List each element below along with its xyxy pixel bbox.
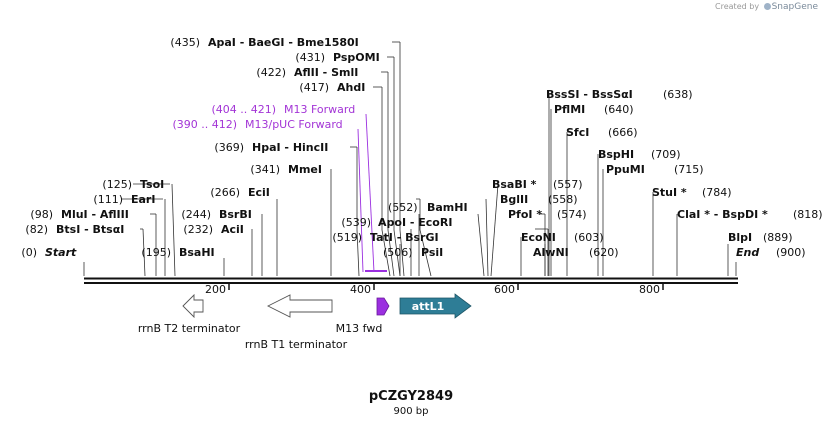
site-bglii-name[interactable]: BglII <box>500 193 528 206</box>
site-sfci-name[interactable]: SfcI <box>566 126 589 139</box>
snapgene-logo-icon <box>763 2 771 10</box>
site-acii-name[interactable]: AciI <box>221 223 244 236</box>
site-bsrbi-name[interactable]: BsrBI <box>219 208 252 221</box>
m13-forward-primer-bar[interactable] <box>365 270 387 272</box>
feature-rrnb-t2-label: rrnB T2 terminator <box>138 322 241 335</box>
attl1-arrow[interactable] <box>399 293 472 319</box>
feature-attl1-label: attL1 <box>412 300 445 313</box>
snapgene-credit: Created by SnapGene <box>715 2 818 12</box>
site-ahdi-pos: (417) <box>299 81 329 94</box>
primer-m13puc-name[interactable]: M13/pUC Forward <box>245 118 343 131</box>
site-bamhi-name[interactable]: BamHI <box>427 201 468 214</box>
site-ppumi-name[interactable]: PpuMI <box>606 163 645 176</box>
site-eari-pos: (111) <box>93 193 123 206</box>
primer-leaders <box>357 113 375 273</box>
ruler-label-400: 400 <box>350 283 371 296</box>
site-blpi-pos: (889) <box>763 231 793 244</box>
site-bsssi-pos: (638) <box>663 88 693 101</box>
feature-m13-fwd-label: M13 fwd <box>336 322 383 335</box>
site-mmei-pos: (341) <box>250 163 280 176</box>
site-alwni-name[interactable]: AlwNI <box>533 246 569 259</box>
site-eci-name[interactable]: EciI <box>248 186 270 199</box>
credit-brand: SnapGene <box>771 2 818 12</box>
ruler-ticks <box>228 283 664 290</box>
site-mmei-name[interactable]: MmeI <box>288 163 322 176</box>
site-ppumi-pos: (715) <box>674 163 704 176</box>
site-bsssi-name[interactable]: BssSI - BssSαI <box>546 88 633 101</box>
site-pspomi-pos: (431) <box>295 51 325 64</box>
site-stui-pos: (784) <box>702 186 732 199</box>
site-aflii-name[interactable]: AflII - SmlI <box>294 66 358 79</box>
site-end-name: End <box>736 246 759 259</box>
site-bsahi-name[interactable]: BsaHI <box>179 246 215 259</box>
site-hpai-name[interactable]: HpaI - HincII <box>252 141 328 154</box>
site-bsahi-pos: (195) <box>141 246 171 259</box>
site-econi-pos: (603) <box>574 231 604 244</box>
site-btsi-pos: (82) <box>25 223 48 236</box>
site-bsphi-pos: (709) <box>651 148 681 161</box>
site-btsi-name[interactable]: BtsI - BtsαI <box>56 223 124 236</box>
site-sfci-pos: (666) <box>608 126 638 139</box>
site-bglii-pos: (558) <box>548 193 578 206</box>
site-apai-name[interactable]: ApaI - BaeGI - Bme1580I <box>208 36 359 49</box>
site-tati-name[interactable]: TatI - BsrGI <box>370 231 439 244</box>
ruler-label-600: 600 <box>494 283 515 296</box>
m13-fwd-arrow[interactable] <box>376 297 390 316</box>
ruler-label-800: 800 <box>639 283 660 296</box>
site-eci-pos: (266) <box>210 186 240 199</box>
site-tsoi-name[interactable]: TsoI <box>140 178 164 191</box>
rrnb-t2-terminator-arrow[interactable] <box>182 293 204 319</box>
site-clai-name[interactable]: ClaI * - BspDI * <box>677 208 768 221</box>
site-bsabi-name[interactable]: BsaBI * <box>492 178 537 191</box>
site-apai-pos: (435) <box>170 36 200 49</box>
credit-prefix: Created by <box>715 2 760 11</box>
site-acii-pos: (232) <box>183 223 213 236</box>
rrnb-t1-terminator-arrow[interactable] <box>266 294 333 318</box>
site-mlui-name[interactable]: MluI - AflIII <box>61 208 129 221</box>
plasmid-length: 900 bp <box>394 406 429 417</box>
site-stui-name[interactable]: StuI * <box>652 186 687 199</box>
site-bsabi-pos: (557) <box>553 178 583 191</box>
site-apoi-name[interactable]: ApoI - EcoRI <box>378 216 452 229</box>
site-bsrbi-pos: (244) <box>181 208 211 221</box>
site-ahdi-name[interactable]: AhdI <box>337 81 365 94</box>
site-hpai-pos: (369) <box>214 141 244 154</box>
site-pflmi-pos: (640) <box>604 103 634 116</box>
site-alwni-pos: (620) <box>589 246 619 259</box>
site-end-pos: (900) <box>776 246 806 259</box>
site-tsoi-pos: (125) <box>102 178 132 191</box>
site-mlui-pos: (98) <box>30 208 53 221</box>
site-bsphi-name[interactable]: BspHI <box>598 148 634 161</box>
site-pspomi-name[interactable]: PspOMI <box>333 51 380 64</box>
primer-m13puc-range: (390 .. 412) <box>172 118 237 131</box>
site-psii-pos: (506) <box>383 246 413 259</box>
site-blpi-name[interactable]: BlpI <box>728 231 752 244</box>
site-pflmi-name[interactable]: PflMI <box>554 103 585 116</box>
site-tati-pos: (519) <box>332 231 362 244</box>
site-psii-name[interactable]: PsiI <box>421 246 443 259</box>
primer-m13fwd-name[interactable]: M13 Forward <box>284 103 355 116</box>
site-pfoi-name[interactable]: PfoI * <box>508 208 542 221</box>
ruler-label-200: 200 <box>205 283 226 296</box>
site-pfoi-pos: (574) <box>557 208 587 221</box>
site-bamhi-pos: (552) <box>388 201 418 214</box>
primer-m13fwd-range: (404 .. 421) <box>211 103 276 116</box>
site-start-pos: (0) <box>21 246 37 259</box>
site-econi-name[interactable]: EcoNI <box>521 231 556 244</box>
leader-lines <box>83 41 737 277</box>
plasmid-name: pCZGY2849 <box>369 389 453 404</box>
feature-rrnb-t1-label: rrnB T1 terminator <box>245 338 348 351</box>
site-clai-pos: (818) <box>793 208 822 221</box>
site-aflii-pos: (422) <box>256 66 286 79</box>
site-eari-name[interactable]: EarI <box>131 193 155 206</box>
site-start-name: Start <box>45 246 77 259</box>
site-apoi-pos: (539) <box>341 216 371 229</box>
